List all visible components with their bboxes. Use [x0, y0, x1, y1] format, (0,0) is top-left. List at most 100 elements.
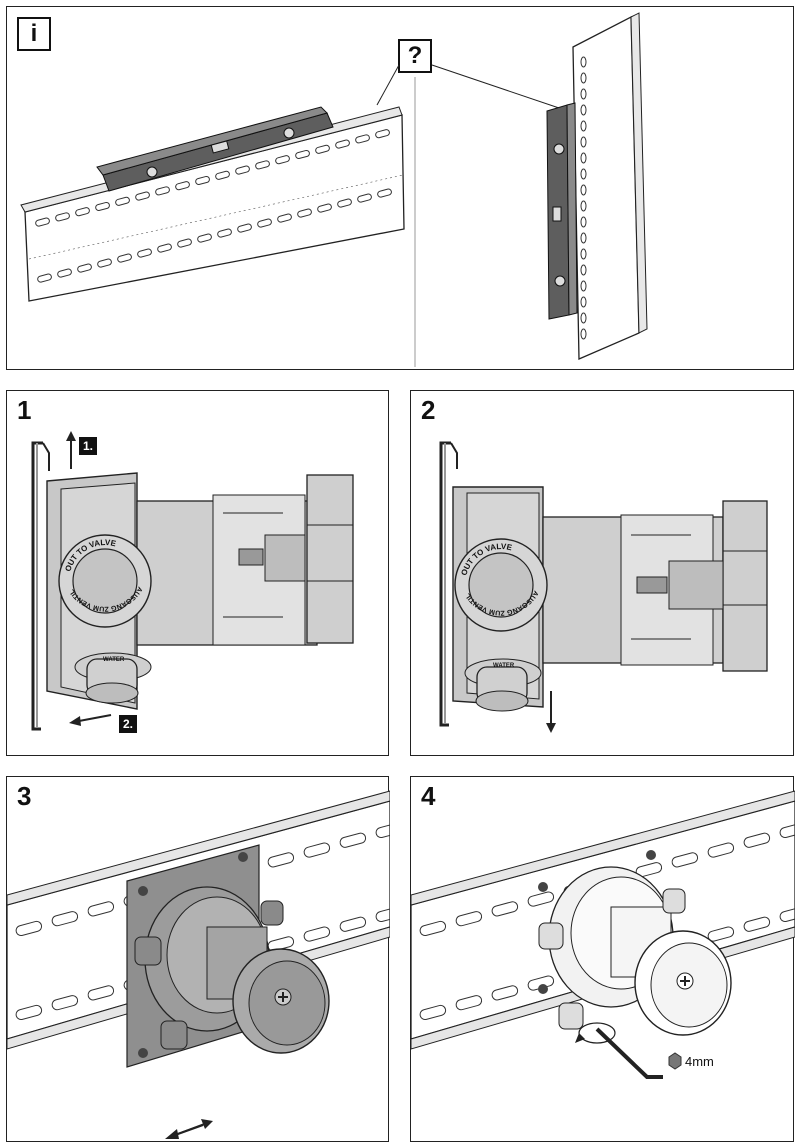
step-number: 4: [421, 781, 436, 811]
rail-slot: [580, 312, 587, 324]
vertical-rail: [572, 12, 648, 360]
rail-slot: [580, 56, 587, 68]
rail-slot: [303, 842, 331, 858]
rail-slot: [87, 901, 115, 917]
rail-slot: [707, 926, 735, 942]
rail-slot: [157, 243, 172, 253]
rail-slot: [707, 842, 735, 858]
rail-slot: [337, 198, 352, 208]
rail-slot: [115, 196, 130, 206]
step-number: 3: [17, 781, 32, 811]
rail-slot: [419, 1004, 447, 1021]
question-icon: ?: [398, 39, 432, 73]
rail-slot: [257, 218, 272, 228]
rail-slot: [97, 258, 112, 268]
spirit-level-horizontal: [96, 106, 334, 192]
rail-slot: [175, 181, 190, 191]
rail-slot: [217, 228, 232, 238]
rail-slot: [137, 248, 152, 258]
rail-slot: [580, 168, 587, 180]
rail-slot: [580, 184, 587, 196]
rail-slot: [135, 191, 150, 201]
rail-slot: [303, 926, 331, 942]
rail-slot: [237, 223, 252, 233]
rail-slot: [743, 832, 771, 848]
step-2-illustration: OUT TO VALVE AUSGANG ZUM VENTIL WATER: [439, 441, 768, 733]
rail-slot: [355, 134, 370, 144]
step-4-illustration: 4mm: [411, 790, 795, 1079]
rail-slot: [339, 832, 367, 848]
rail-slot: [491, 985, 519, 1001]
rail-slot: [339, 916, 367, 932]
rail-slot: [51, 995, 79, 1011]
rail-slot: [255, 160, 270, 170]
info-icon-label: i: [30, 20, 38, 47]
rail-slot: [580, 136, 587, 148]
step-number: 2: [421, 395, 436, 425]
rail-slot: [580, 72, 587, 84]
rail-slot: [155, 186, 170, 196]
rail-slot: [57, 268, 72, 278]
rail-slot: [77, 263, 92, 273]
rail-slot: [580, 296, 587, 308]
rail-slot: [315, 144, 330, 154]
rail-slot: [235, 165, 250, 175]
rail-slot: [267, 852, 295, 868]
rail-slot: [15, 1004, 43, 1021]
step-4-panel: 4 4mm: [410, 776, 795, 1142]
rail-slot: [743, 916, 771, 932]
step-3-panel: 3: [6, 776, 390, 1142]
rail-slot: [580, 200, 587, 212]
step-1-illustration: OUT TO VALVE AUSGANG ZUM VENTIL WATER: [31, 431, 354, 731]
rail-slot: [177, 238, 192, 248]
rail-slot: [357, 193, 372, 203]
rail-slot: [377, 188, 392, 198]
rail-slot: [35, 217, 50, 227]
info-panel: i ?: [6, 6, 794, 370]
water-label: WATER: [103, 657, 125, 663]
rail-slot: [117, 253, 132, 263]
sub-step-label-1: 1.: [79, 437, 98, 455]
rail-slot: [580, 104, 587, 116]
info-panel-illustration: [20, 12, 648, 367]
rail-slot: [580, 120, 587, 132]
step-2-panel: 2 OUT TO VALVE AUSGANG ZUM VENTIL WATER: [410, 390, 794, 756]
rail-slot: [779, 822, 795, 839]
rail-slot: [297, 208, 312, 218]
rail-slot: [419, 920, 447, 937]
rail-slot: [375, 822, 390, 839]
rail-slot: [277, 213, 292, 223]
spirit-level-vertical: [546, 102, 578, 320]
step-3-illustration: [7, 790, 390, 1139]
rail-slot: [455, 995, 483, 1011]
rail-slot: [671, 852, 699, 868]
rail-slot: [779, 906, 795, 923]
rail-slot: [491, 901, 519, 917]
rail-slot: [580, 280, 587, 292]
rail-slot: [87, 985, 115, 1001]
hex-key-icon: [668, 1052, 682, 1070]
water-label: WATER: [493, 663, 515, 669]
rail-slot: [580, 328, 587, 340]
step-1-panel: 1 OUT TO VALVE AUSGANG ZUM VENTIL W: [6, 390, 389, 756]
rail-slot: [375, 129, 390, 139]
rail-slot: [335, 139, 350, 149]
rail-slot: [75, 207, 90, 217]
rail-slot: [295, 149, 310, 160]
sub-step-label-2: 2.: [119, 715, 138, 733]
rail-slot: [55, 212, 70, 222]
question-icon-label: ?: [407, 42, 423, 69]
rail-slot: [580, 248, 587, 260]
rail-slot: [275, 155, 290, 165]
rail-slot: [455, 911, 483, 927]
rail-slot: [37, 273, 52, 283]
rail-slot: [580, 88, 587, 100]
step-number: 1: [17, 395, 32, 425]
rail-slot: [215, 170, 230, 180]
rail-slot: [197, 233, 212, 243]
rail-slot: [580, 232, 587, 244]
rail-slot: [15, 920, 43, 937]
rail-slot: [95, 201, 110, 212]
rail-slot: [580, 216, 587, 228]
rail-slot: [527, 891, 555, 907]
